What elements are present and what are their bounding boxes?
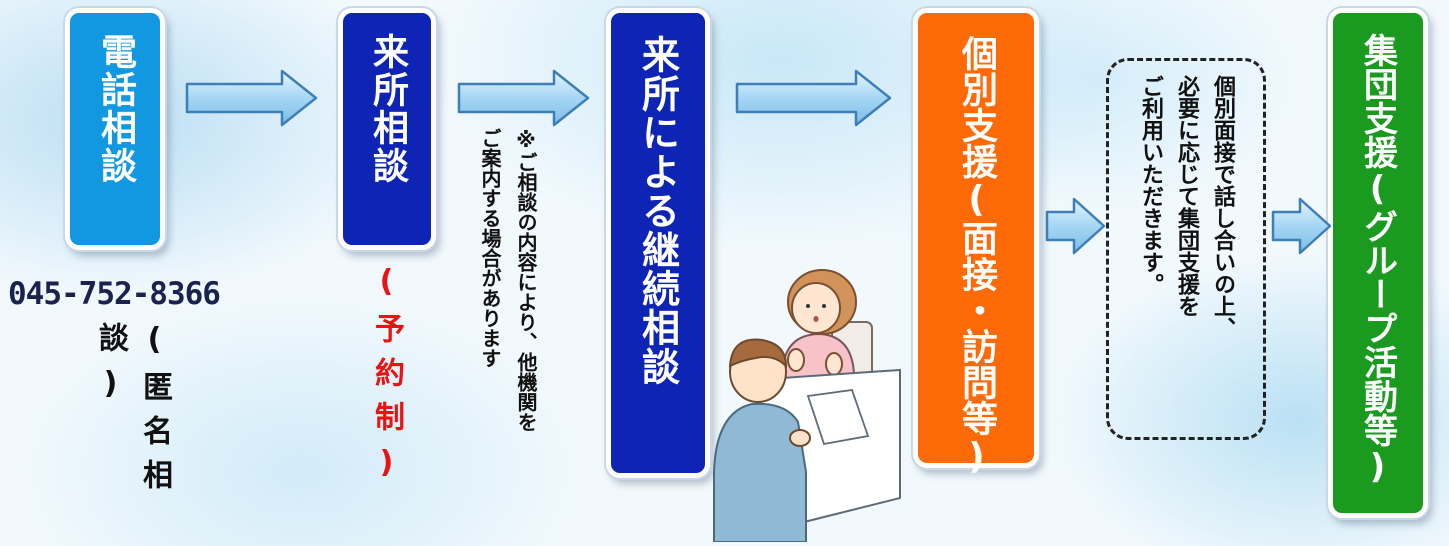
visit-consultation-label: 来所相談 [367, 33, 408, 185]
arrow-right-icon [1045, 197, 1106, 255]
continuing-consultation-label: 来所による継続相談 [635, 35, 680, 386]
arrow-right-icon [457, 69, 590, 127]
phone-consultation-label: 電話相談 [95, 33, 136, 185]
arrow-right-icon [1271, 197, 1332, 255]
referral-note-line1: ※ご相談の内容により、他機関を [514, 128, 538, 432]
group-support-note-box: 個別面接で話し合いの上、 必要に応じて集団支援を ご利用いただきます。 [1106, 58, 1266, 440]
group-support-card: 集団支援(グループ活動等) [1328, 8, 1428, 518]
arrow-right-icon [735, 69, 892, 127]
consultation-illustration [713, 269, 901, 542]
group-note-line3: ご利用いただきます。 [1138, 75, 1163, 295]
group-support-label: 集団支援(グループ活動等) [1357, 33, 1398, 487]
referral-note: ※ご相談の内容により、他機関を ご案内する場合があります [472, 128, 544, 432]
referral-note-line2: ご案内する場合があります [478, 128, 502, 368]
visit-consultation-card: 来所相談 [338, 8, 436, 250]
phone-consultation-card: 電話相談 [65, 8, 165, 250]
continuing-consultation-card: 来所による継続相談 [606, 8, 710, 478]
reservation-required-note: (予約制) [369, 264, 404, 494]
group-note-line2: 必要に応じて集団支援を [1174, 75, 1199, 317]
arrow-right-icon [185, 69, 318, 127]
phone-number: 045-752-8366 [8, 276, 221, 312]
group-support-note: 個別面接で話し合いの上、 必要に応じて集団支援を ご利用いただきます。 [1132, 75, 1240, 339]
anonymous-consultation-note: (匿名相談) [93, 322, 172, 503]
group-note-line1: 個別面接で話し合いの上、 [1210, 75, 1235, 339]
individual-support-label: 個別支援(面接・訪問等) [956, 35, 997, 477]
individual-support-card: 個別支援(面接・訪問等) [913, 8, 1039, 477]
